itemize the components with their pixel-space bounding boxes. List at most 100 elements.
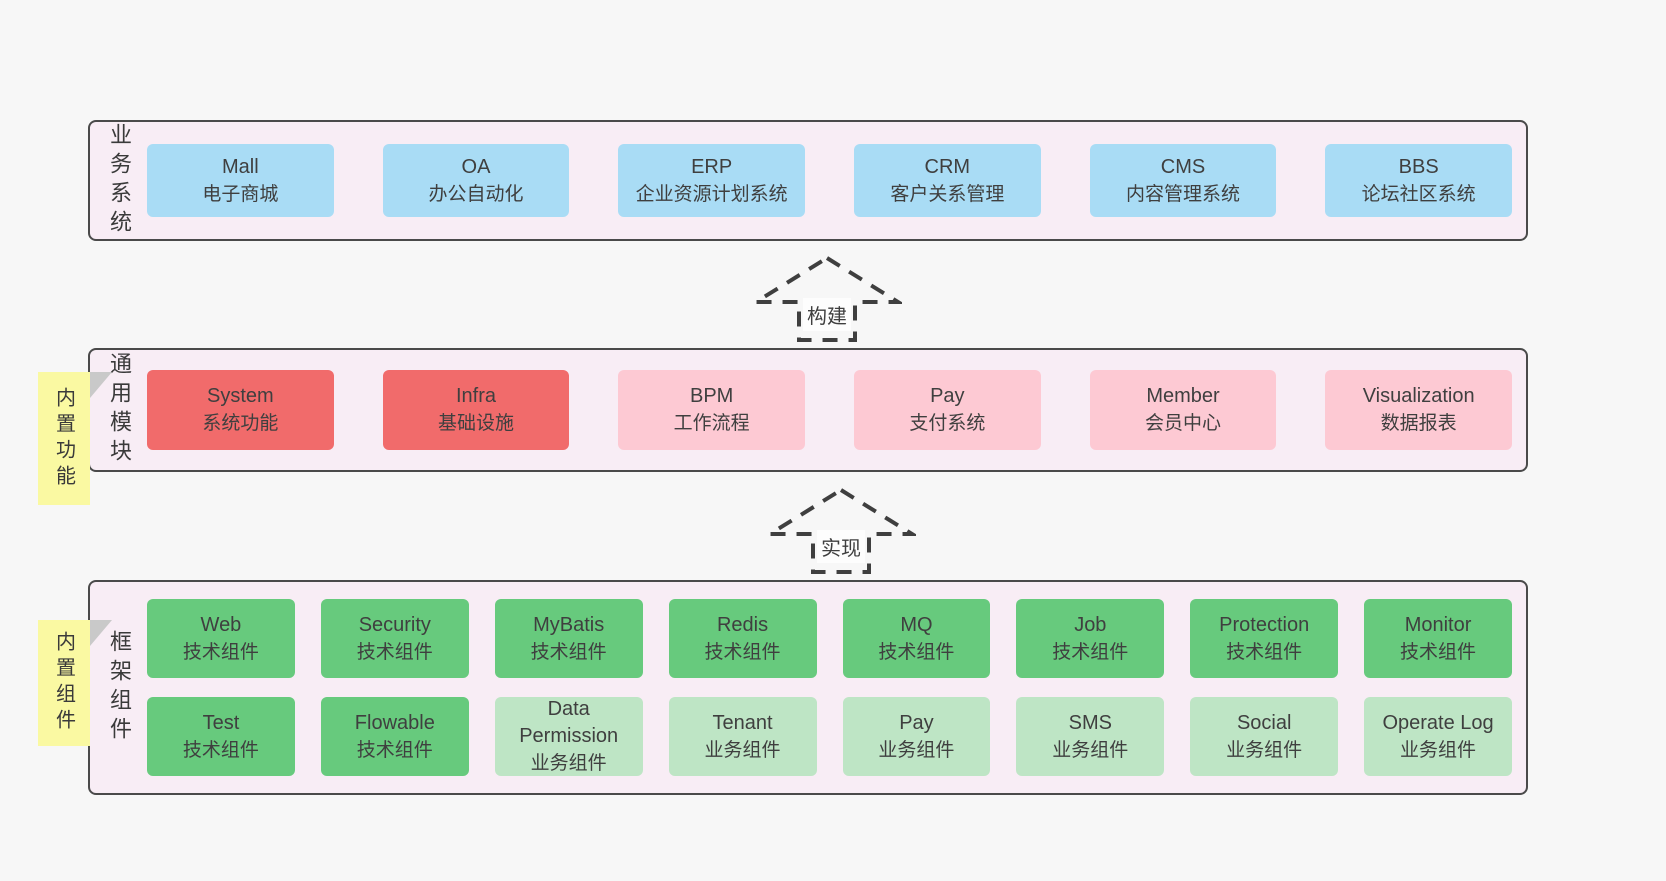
box-operate-log: Operate Log 业务组件: [1364, 697, 1512, 776]
box-subtitle: 内容管理系统: [1125, 183, 1240, 205]
box-web: Web 技术组件: [147, 599, 295, 678]
layer-label-framework: 框架组件: [107, 629, 132, 746]
box-title: Pay: [930, 385, 965, 407]
box-infra: Infra 基础设施: [382, 370, 570, 450]
up-arrow-icon: [766, 487, 916, 574]
box-title: MyBatis: [533, 613, 605, 636]
box-subtitle: 技术组件: [1226, 641, 1303, 663]
box-title: Social: [1236, 711, 1292, 734]
box-subtitle: 技术组件: [1052, 641, 1129, 663]
folded-corner-icon: [90, 620, 112, 646]
sticky-note-builtin-features: 内置功能: [38, 372, 112, 505]
arrow-build-label: 构建: [803, 298, 851, 331]
sticky-note-builtin-components: 内置组件: [38, 620, 112, 746]
common-box-grid: System 系统功能 Infra 基础设施 BPM 工作流程 Pay 支付系统…: [147, 350, 1512, 470]
box-title: CRM: [924, 155, 971, 178]
box-test: Test 技术组件: [147, 697, 295, 776]
box-job: Job 技术组件: [1016, 599, 1165, 678]
box-subtitle: 技术组件: [356, 739, 433, 761]
box-subtitle: 技术组件: [704, 641, 781, 663]
box-title: BBS: [1398, 155, 1439, 178]
box-title: Pay: [899, 711, 934, 734]
up-arrow-icon: [752, 255, 902, 342]
box-subtitle: 工作流程: [673, 413, 750, 434]
box-crm: CRM 客户关系管理: [854, 144, 1041, 217]
box-title: Job: [1074, 613, 1107, 636]
box-visualization: Visualization 数据报表: [1325, 370, 1512, 450]
box-title: OA: [461, 155, 491, 178]
box-subtitle: 办公自动化: [428, 183, 524, 205]
sticky-text: 内置组件: [52, 631, 75, 735]
box-security: Security 技术组件: [320, 599, 469, 678]
box-title: CMS: [1160, 155, 1206, 178]
box-subtitle: 数据报表: [1380, 413, 1457, 434]
box-title: Security: [358, 613, 431, 636]
box-sms: SMS 业务组件: [1016, 697, 1165, 776]
box-title: Monitor: [1404, 613, 1472, 636]
box-subtitle: 企业资源计划系统: [635, 183, 788, 205]
box-title: Data Permission: [519, 698, 619, 747]
box-mall: Mall 电子商城: [147, 144, 334, 217]
box-pay-system: Pay 支付系统: [854, 370, 1041, 450]
box-subtitle: 业务组件: [1226, 739, 1303, 761]
folded-corner-icon: [90, 372, 112, 398]
box-social: Social 业务组件: [1190, 697, 1339, 776]
layer-label-common: 通用模块: [107, 352, 132, 468]
box-title: Web: [200, 613, 242, 636]
arrow-implement-label: 实现: [817, 530, 865, 563]
box-subtitle: 技术组件: [182, 641, 259, 663]
box-monitor: Monitor 技术组件: [1364, 599, 1512, 678]
box-title: Flowable: [354, 711, 435, 734]
box-subtitle: 技术组件: [356, 641, 433, 663]
box-subtitle: 支付系统: [909, 413, 986, 434]
box-subtitle: 系统功能: [202, 413, 279, 434]
box-title: Redis: [716, 613, 769, 636]
box-redis: Redis 技术组件: [668, 599, 817, 678]
box-flowable: Flowable 技术组件: [320, 697, 469, 776]
box-tenant: Tenant 业务组件: [668, 697, 817, 776]
framework-box-grid: Web 技术组件 Security 技术组件 MyBatis 技术组件 Redi…: [147, 582, 1512, 793]
box-member: Member 会员中心: [1089, 370, 1277, 450]
box-subtitle: 客户关系管理: [890, 183, 1005, 205]
box-subtitle: 技术组件: [1400, 641, 1477, 663]
box-title: Tenant: [712, 711, 773, 734]
box-bpm: BPM 工作流程: [618, 370, 805, 450]
box-title: Operate Log: [1382, 711, 1494, 734]
box-subtitle: 基础设施: [437, 413, 514, 434]
sticky-text: 内置功能: [52, 386, 75, 491]
box-subtitle: 技术组件: [182, 739, 259, 761]
box-title: BPM: [689, 385, 734, 407]
arrow-build: 构建: [752, 254, 902, 344]
box-title: Member: [1146, 385, 1220, 407]
box-title: Test: [202, 711, 240, 734]
box-title: Visualization: [1362, 385, 1475, 407]
box-title: Mall: [221, 155, 259, 178]
box-subtitle: 论坛社区系统: [1361, 183, 1476, 205]
box-title: ERP: [691, 155, 733, 178]
layer-framework-components: 框架组件 Web 技术组件 Security 技术组件 MyBatis 技术组件…: [88, 580, 1528, 795]
box-subtitle: 业务组件: [1052, 739, 1129, 761]
box-subtitle: 业务组件: [878, 739, 955, 761]
box-subtitle: 技术组件: [878, 641, 955, 663]
box-subtitle: 业务组件: [1400, 739, 1477, 761]
box-mybatis: MyBatis 技术组件: [494, 599, 643, 678]
box-title: Infra: [455, 385, 496, 407]
box-subtitle: 业务组件: [704, 739, 781, 761]
box-system: System 系统功能: [147, 370, 334, 450]
box-subtitle: 技术组件: [530, 641, 607, 663]
box-subtitle: 会员中心: [1144, 413, 1221, 434]
box-mq: MQ 技术组件: [842, 599, 991, 678]
box-erp: ERP 企业资源计划系统: [618, 144, 805, 217]
layer-label-business: 业务系统: [107, 122, 132, 239]
box-oa: OA 办公自动化: [382, 144, 570, 217]
box-data-permission: Data Permission 业务组件: [494, 697, 643, 776]
layer-business-systems: 业务系统 Mall 电子商城 OA 办公自动化 ERP 企业资源计划系统 CRM…: [88, 120, 1528, 241]
arrow-implement: 实现: [766, 486, 916, 576]
box-bbs: BBS 论坛社区系统: [1325, 144, 1512, 217]
box-subtitle: 电子商城: [202, 183, 279, 205]
layer-common-modules: 通用模块 System 系统功能 Infra 基础设施 BPM 工作流程 Pay…: [88, 348, 1528, 472]
box-title: MQ: [900, 613, 933, 636]
box-protection: Protection 技术组件: [1190, 599, 1339, 678]
box-pay-component: Pay 业务组件: [842, 697, 991, 776]
box-cms: CMS 内容管理系统: [1089, 144, 1277, 217]
